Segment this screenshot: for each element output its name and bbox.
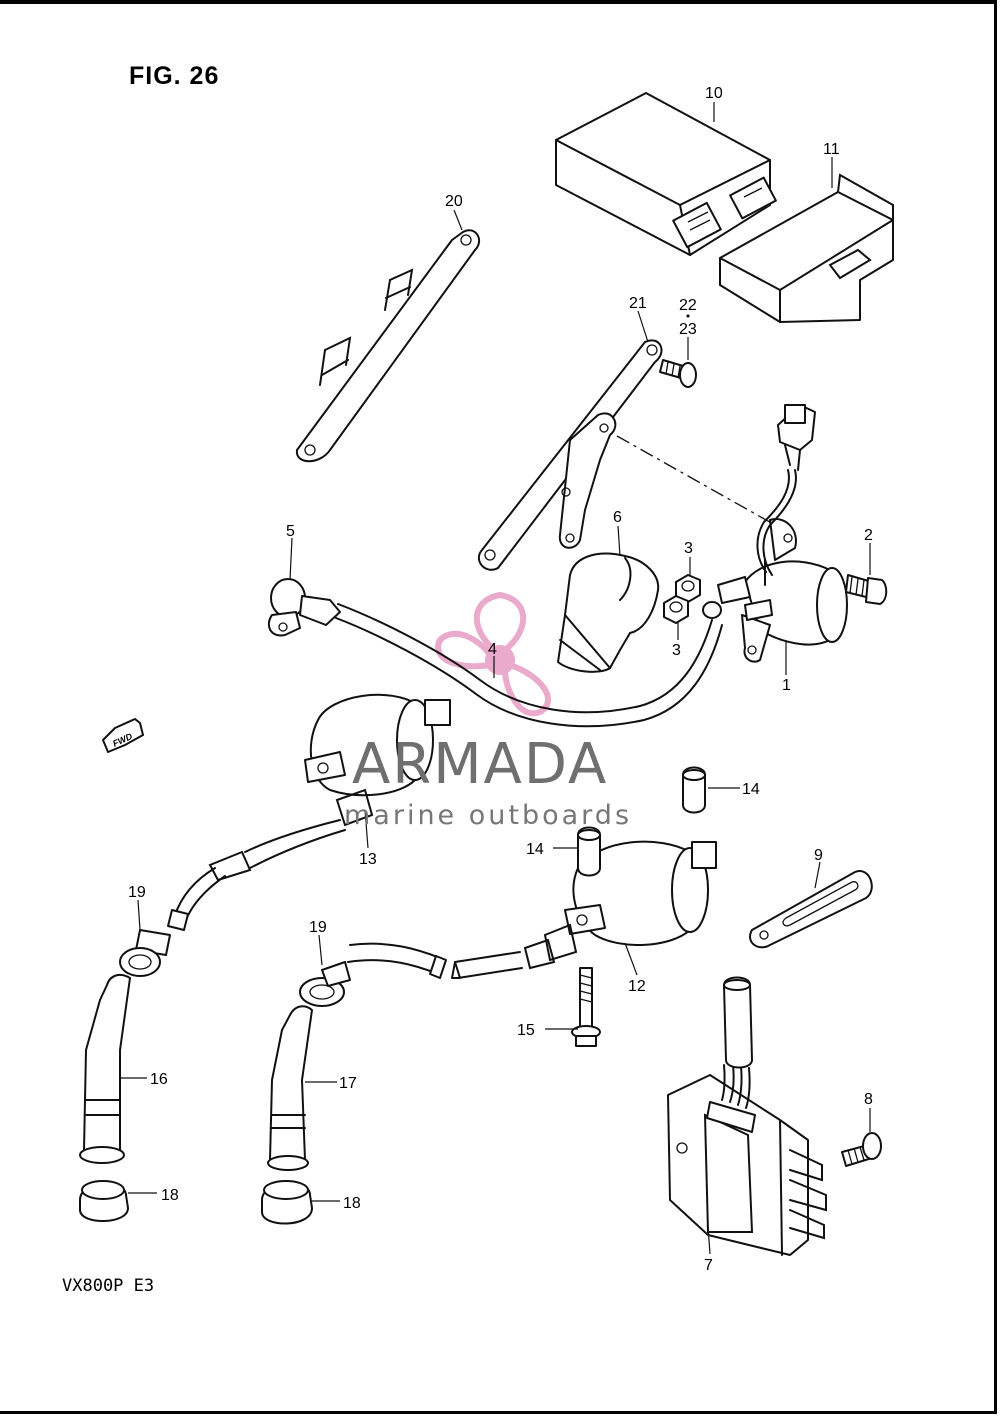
part-14-damper-lower	[577, 826, 601, 877]
part-10-ignitor-unit	[555, 92, 777, 256]
callout-10: 10	[705, 85, 723, 102]
callout-5: 5	[286, 523, 295, 540]
watermark-propeller-icon	[435, 591, 551, 717]
part-7-regulator-rectifier	[667, 976, 827, 1256]
callout-20: 20	[445, 193, 463, 210]
callout-22-23-dot	[686, 314, 690, 318]
part-12-ignition-coil	[523, 840, 717, 970]
callout-14-upper: 14	[742, 781, 760, 798]
callout-2: 2	[864, 527, 873, 544]
watermark-tagline: marine outboards	[344, 800, 633, 831]
part-9-strap	[749, 870, 873, 949]
part-2-bolt	[845, 574, 888, 605]
callout-16: 16	[150, 1071, 168, 1088]
part-15-bolt	[571, 967, 601, 1047]
callout-6: 6	[613, 509, 622, 526]
part-5-battery-terminal-lead	[267, 578, 723, 728]
high-tension-lead-middle	[347, 942, 523, 979]
callout-14-lower: 14	[526, 841, 544, 858]
callout-3-upper: 3	[684, 540, 693, 557]
watermark-brand: ARMADA	[352, 732, 609, 797]
part-13-ignition-coil	[167, 693, 451, 931]
part-1-starter-relay	[717, 518, 848, 663]
callout-8: 8	[864, 1091, 873, 1108]
callout-leader-lines	[120, 102, 871, 1255]
callout-15: 15	[517, 1022, 535, 1039]
part-6-relay-cover	[557, 552, 660, 673]
callout-17: 17	[339, 1075, 357, 1092]
part-21-bracket	[477, 339, 663, 571]
callout-3-lower: 3	[672, 642, 681, 659]
callout-12: 12	[628, 978, 646, 995]
figure-label: FIG. 26	[129, 62, 220, 90]
callout-18-middle: 18	[343, 1195, 361, 1212]
part-14-damper-upper	[682, 766, 706, 814]
part-19-plug-seal-middle	[299, 961, 351, 1007]
part-23-screw	[659, 359, 697, 388]
relay-connector-lead	[756, 404, 816, 576]
alignment-line	[616, 435, 776, 526]
callout-11: 11	[823, 141, 840, 158]
part-16-plug-cap-left	[79, 973, 131, 1164]
callout-1: 1	[782, 677, 791, 694]
part-3-nut-lower	[663, 595, 689, 624]
part-18-boot-left	[79, 1180, 129, 1222]
part-17-plug-cap-middle	[267, 1005, 313, 1171]
callout-9: 9	[814, 847, 823, 864]
callout-13: 13	[359, 851, 377, 868]
part-11-relay-unit	[719, 173, 894, 323]
callout-7: 7	[704, 1257, 713, 1274]
callout-numbers: 1 2 3 3 4 5 6 7 8 9 10 11 12 13 14 14 15…	[128, 85, 873, 1274]
part-20-bracket	[295, 229, 481, 463]
callout-23: 23	[679, 321, 697, 338]
fwd-arrow-icon: FWD	[102, 718, 144, 753]
callout-19-middle: 19	[309, 919, 327, 936]
callout-18-left: 18	[161, 1187, 179, 1204]
model-code: VX800P E3	[62, 1276, 155, 1296]
callout-4: 4	[488, 641, 497, 658]
part-8-screw	[841, 1132, 882, 1167]
part-18-boot-middle	[261, 1180, 313, 1225]
callout-19-left: 19	[128, 884, 146, 901]
part-19-plug-seal-left	[119, 929, 171, 977]
callout-21: 21	[629, 295, 647, 312]
callout-22: 22	[679, 297, 697, 314]
